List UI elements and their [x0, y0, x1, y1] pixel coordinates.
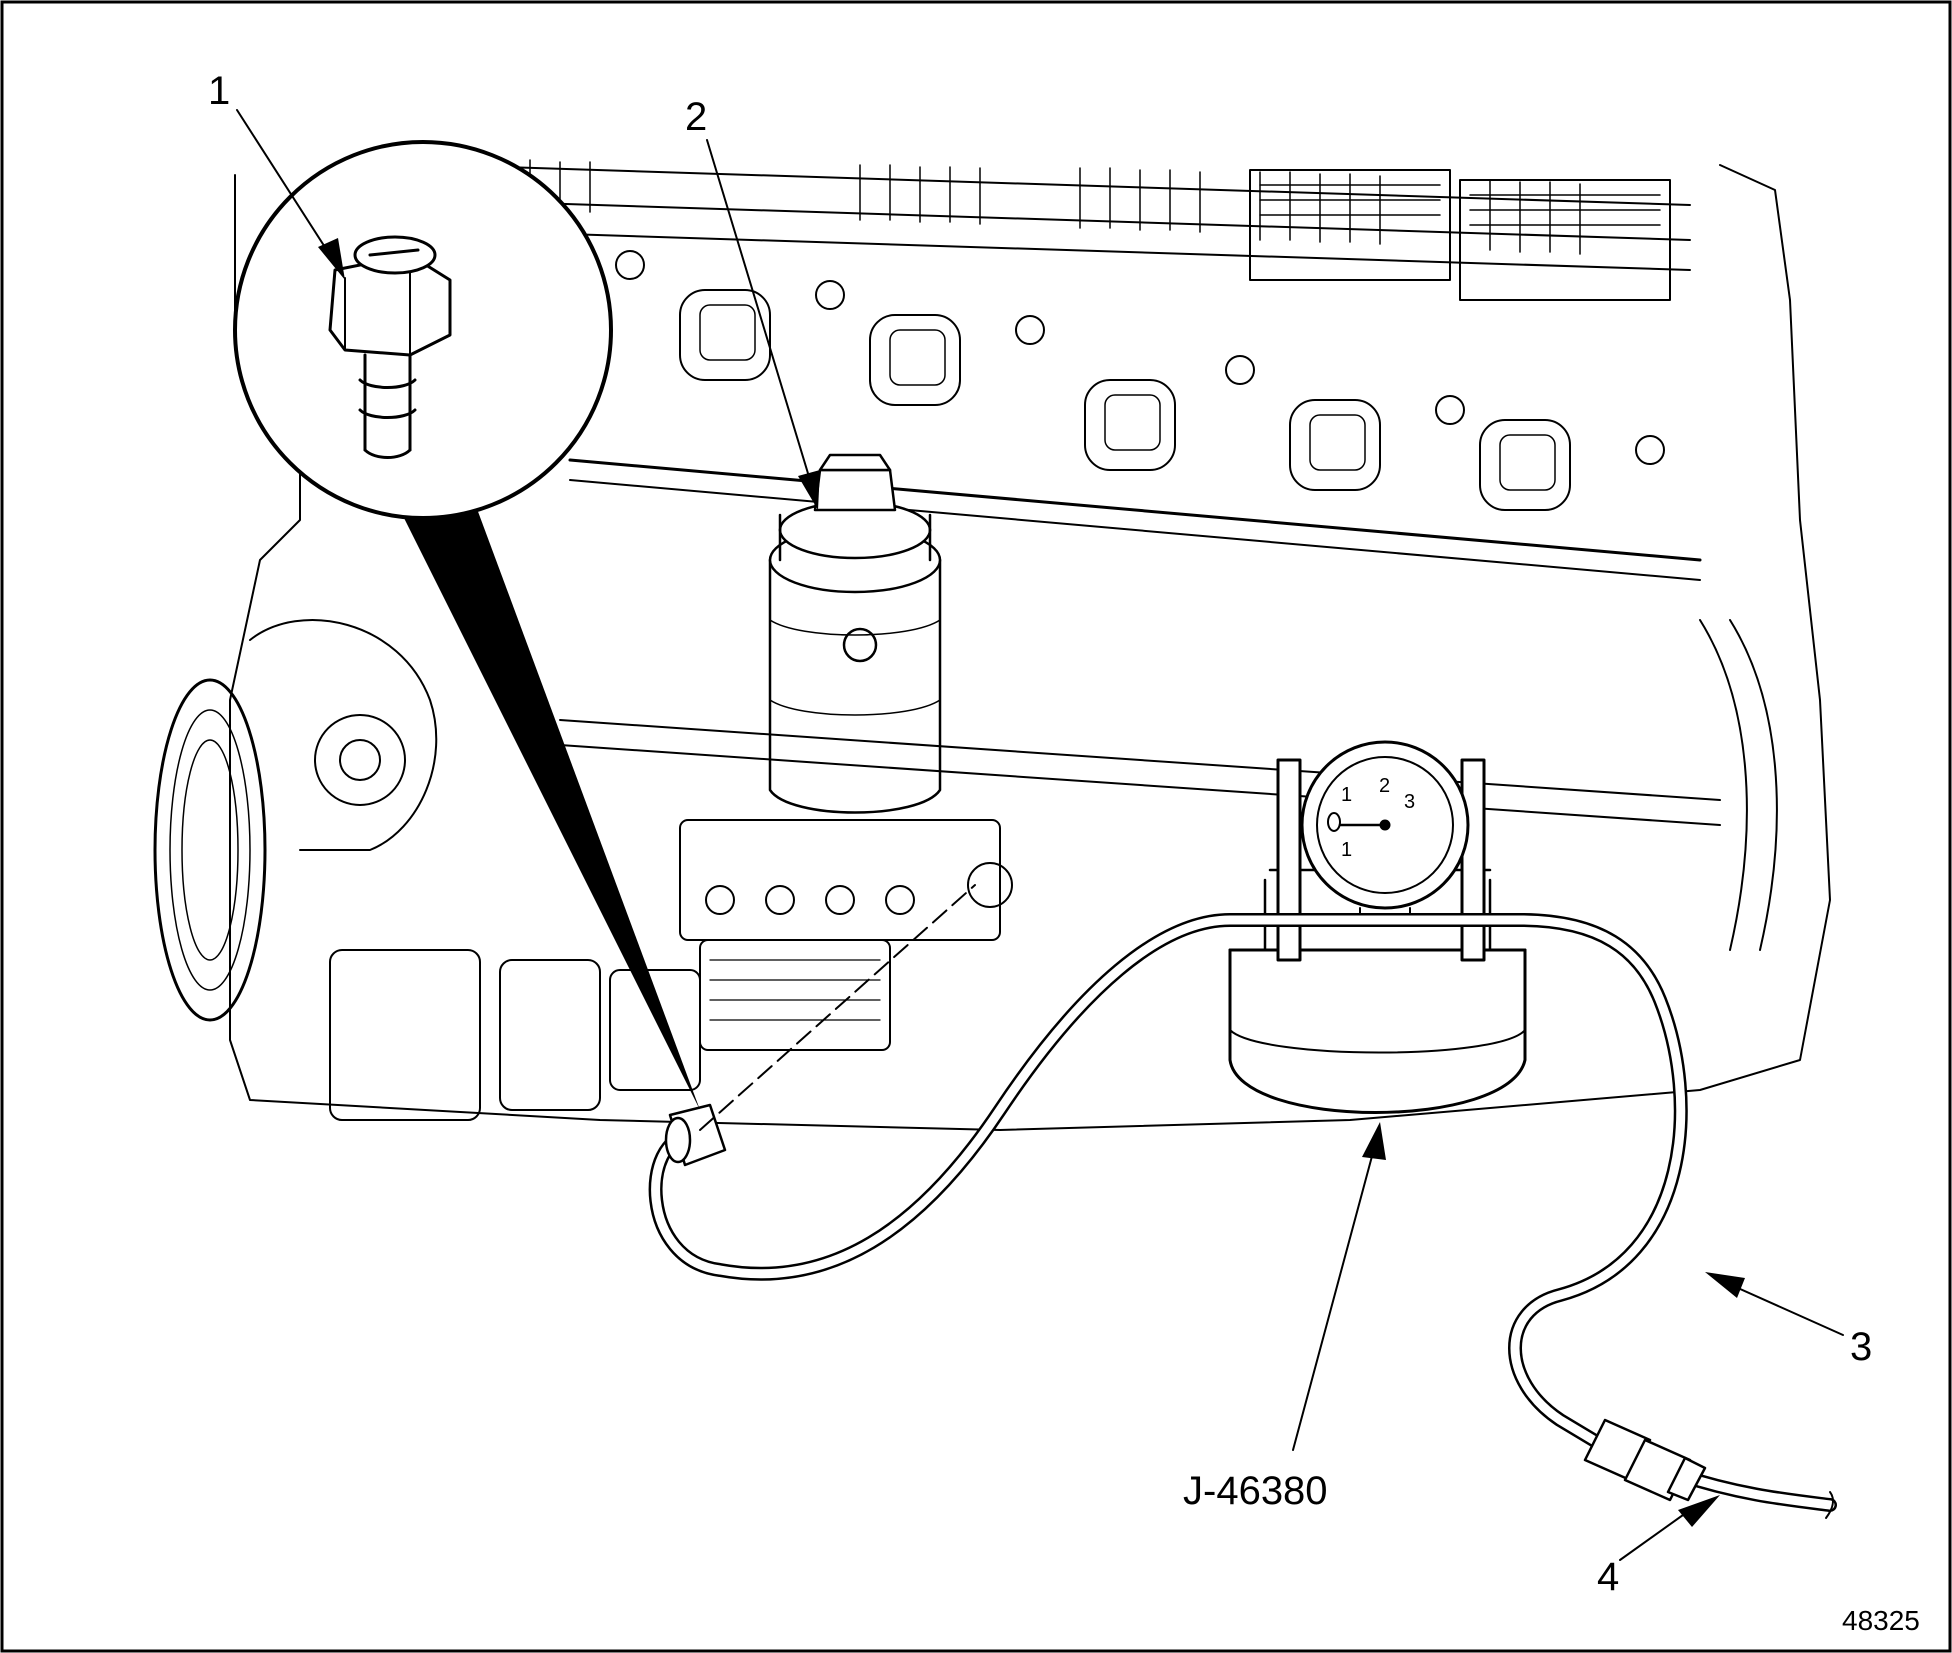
fuel-filter-housing: [768, 453, 942, 814]
engine-block: [153, 159, 1831, 1131]
gauge-tick-3: 3: [1404, 791, 1415, 813]
arrowheads: [318, 238, 1745, 1527]
callout-1: 1: [208, 69, 230, 113]
ecm-module: [679, 819, 1013, 1051]
leader-2: [706, 139, 811, 481]
leader-lines: [236, 109, 1844, 1561]
arrow-1: [318, 238, 345, 280]
supply-hose: [648, 913, 1688, 1457]
arrow-2: [798, 470, 820, 510]
leader-1: [236, 109, 331, 256]
return-hose: [1673, 1468, 1837, 1519]
tool-j46380: [1228, 740, 1527, 1114]
figure-number: 48325: [1842, 1605, 1920, 1636]
arrow-4: [1678, 1495, 1720, 1527]
leader-4: [1619, 1509, 1691, 1561]
alignment-line: [699, 884, 976, 1131]
callout-3: 3: [1850, 1325, 1872, 1369]
engine-fitting: [664, 1103, 727, 1167]
arrow-3: [1705, 1272, 1745, 1298]
magnifier-inset: [233, 140, 613, 520]
callout-tool-j46380: J-46380: [1183, 1469, 1328, 1513]
gauge-tick-1-lower: 1: [1341, 839, 1352, 861]
hose-coupling: [1583, 1418, 1707, 1502]
gauge-tick-2: 2: [1379, 775, 1390, 797]
bleed-valve-fitting-detail: [328, 235, 452, 459]
magnifier-wedge: [380, 470, 700, 1110]
gauge-tick-1-upper: 1: [1341, 784, 1352, 806]
callout-4: 4: [1597, 1555, 1619, 1599]
callout-2: 2: [685, 95, 707, 139]
leader-tool: [1292, 1144, 1376, 1451]
arrow-tool: [1362, 1122, 1386, 1160]
